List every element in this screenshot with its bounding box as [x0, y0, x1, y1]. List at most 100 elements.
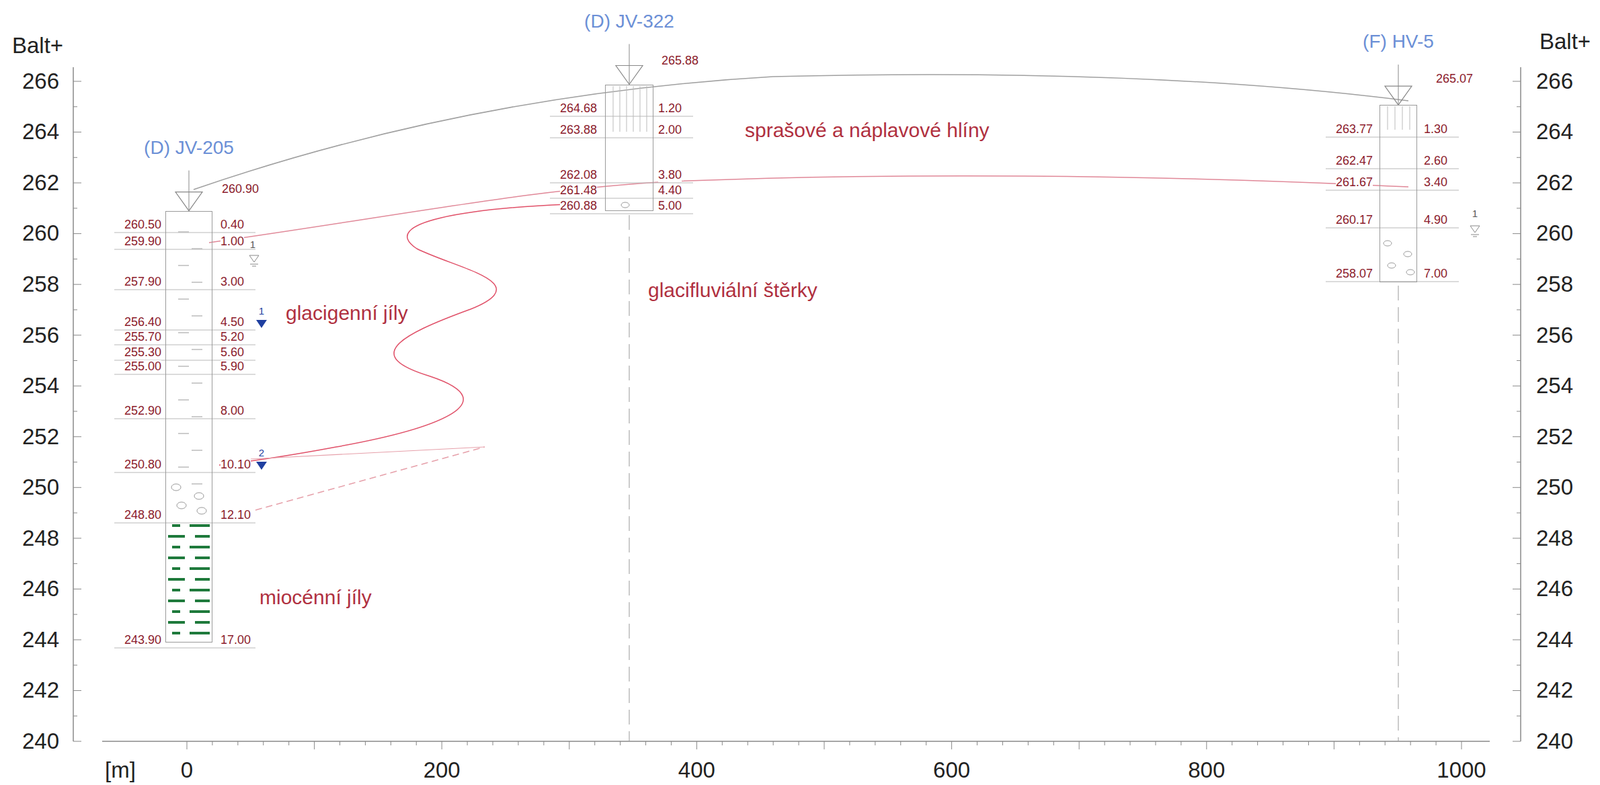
- axis-value: 242: [1536, 678, 1574, 703]
- layer-elevation: 263.77: [1335, 123, 1373, 137]
- layer-elevation: 260.50: [124, 218, 162, 232]
- axis-value: 246: [1536, 576, 1574, 602]
- axis-tick: [73, 284, 82, 286]
- clay-dash: [191, 281, 203, 283]
- axis-tick: [73, 182, 82, 184]
- axis-tick: [1154, 741, 1156, 746]
- loess-hatch: [1387, 106, 1389, 130]
- layer-rule: [114, 249, 256, 251]
- layer-depth: 4.50: [220, 315, 245, 330]
- layer-name: glacigenní jíly: [285, 301, 409, 325]
- layer-rule: [1325, 168, 1459, 170]
- layer-elevation: 248.80: [124, 508, 162, 523]
- axis-tick: [73, 563, 78, 565]
- axis-tick: [1410, 741, 1412, 746]
- loess-hatch: [1402, 106, 1404, 130]
- axis-tick: [1130, 741, 1131, 746]
- axis-tick: [288, 741, 290, 746]
- miocene-dash: [189, 610, 210, 614]
- layer-rule: [114, 418, 256, 420]
- miocene-dash: [172, 610, 181, 614]
- clay-dash: [178, 466, 189, 468]
- loess-hatch: [640, 86, 641, 132]
- clay-dash: [178, 231, 189, 232]
- layer-name: glacifluviální štěrky: [648, 278, 818, 302]
- axis-tick: [1053, 741, 1055, 746]
- clay-dash: [178, 332, 189, 333]
- layer-depth: 1.30: [1423, 123, 1448, 137]
- layer-depth: 1.20: [658, 102, 682, 116]
- miocene-dash: [189, 567, 210, 571]
- layer-elevation: 259.90: [124, 235, 162, 249]
- miocene-dash: [194, 556, 210, 560]
- gravel-symbol: [621, 202, 630, 208]
- axis-tick: [467, 741, 468, 746]
- clay-dash: [191, 449, 203, 451]
- axis-tick: [492, 741, 494, 746]
- gravel-symbol: [1387, 262, 1396, 269]
- gravel-top-boundary: [209, 176, 1409, 243]
- axis-tick: [1180, 741, 1182, 746]
- axis-tick: [73, 106, 78, 107]
- clay-dash: [191, 416, 203, 417]
- miocene-dash: [168, 556, 185, 560]
- axis-tick: [73, 512, 78, 514]
- axis-tick: [1512, 487, 1521, 489]
- gravel-base-boundary: [255, 447, 485, 511]
- clay-dash: [191, 483, 203, 485]
- clay-dash: [191, 248, 203, 249]
- layer-depth: 3.40: [1423, 176, 1448, 190]
- axis-value: 250: [22, 475, 60, 500]
- top-elevation: 260.90: [221, 182, 259, 197]
- miocene-dash: [189, 545, 210, 549]
- axis-value: 266: [22, 69, 60, 94]
- axis-value: 800: [1187, 758, 1225, 783]
- borehole-column: (D) JV-322: [605, 84, 654, 212]
- miocene-dash: [168, 599, 185, 603]
- axis-tick: [1512, 588, 1521, 590]
- axis-tick: [1516, 411, 1521, 413]
- clay-dash: [191, 315, 203, 316]
- axis-tick: [1516, 106, 1521, 107]
- axis-tick: [1027, 741, 1029, 746]
- axis-value: 0: [180, 758, 193, 783]
- axis-tick: [73, 207, 78, 209]
- axis-tick: [773, 741, 774, 746]
- top-elevation: 265.88: [661, 54, 699, 68]
- axis-tick: [925, 741, 927, 746]
- axis-tick: [798, 741, 800, 746]
- layer-elevation: 263.88: [560, 123, 597, 138]
- clay-dash: [191, 348, 203, 350]
- axis-value: 244: [1536, 627, 1574, 653]
- miocene-dash: [189, 524, 210, 528]
- axis-value: 258: [22, 272, 60, 297]
- axis-title: [m]: [104, 758, 136, 783]
- layer-depth: 3.80: [658, 168, 682, 183]
- layer-depth: 4.90: [1423, 213, 1448, 228]
- axis-tick: [1078, 741, 1080, 750]
- clay-dash: [178, 432, 189, 434]
- loess-hatch: [619, 86, 621, 132]
- layer-rule: [549, 182, 694, 184]
- layer-rule: [114, 232, 256, 234]
- axis-tick: [73, 690, 82, 692]
- axis-tick: [73, 436, 82, 437]
- clay-dash: [178, 399, 189, 400]
- miocene-dash: [189, 588, 210, 592]
- layer-rule: [114, 374, 256, 376]
- axis-tick: [1002, 741, 1004, 746]
- axis-tick: [73, 233, 82, 234]
- axis-tick: [543, 741, 544, 746]
- layer-rule: [1325, 227, 1459, 229]
- layer-rule: [549, 198, 694, 199]
- miocene-dash: [194, 535, 210, 538]
- axis-tick: [1231, 741, 1233, 746]
- axis-tick: [1308, 741, 1309, 746]
- axis-tick: [1512, 537, 1521, 539]
- gravel-symbol: [171, 484, 181, 491]
- layer-depth: 0.40: [220, 218, 245, 232]
- axis-tick: [1516, 461, 1521, 463]
- layer-elevation: 262.47: [1335, 154, 1373, 169]
- clay-dash: [178, 298, 189, 300]
